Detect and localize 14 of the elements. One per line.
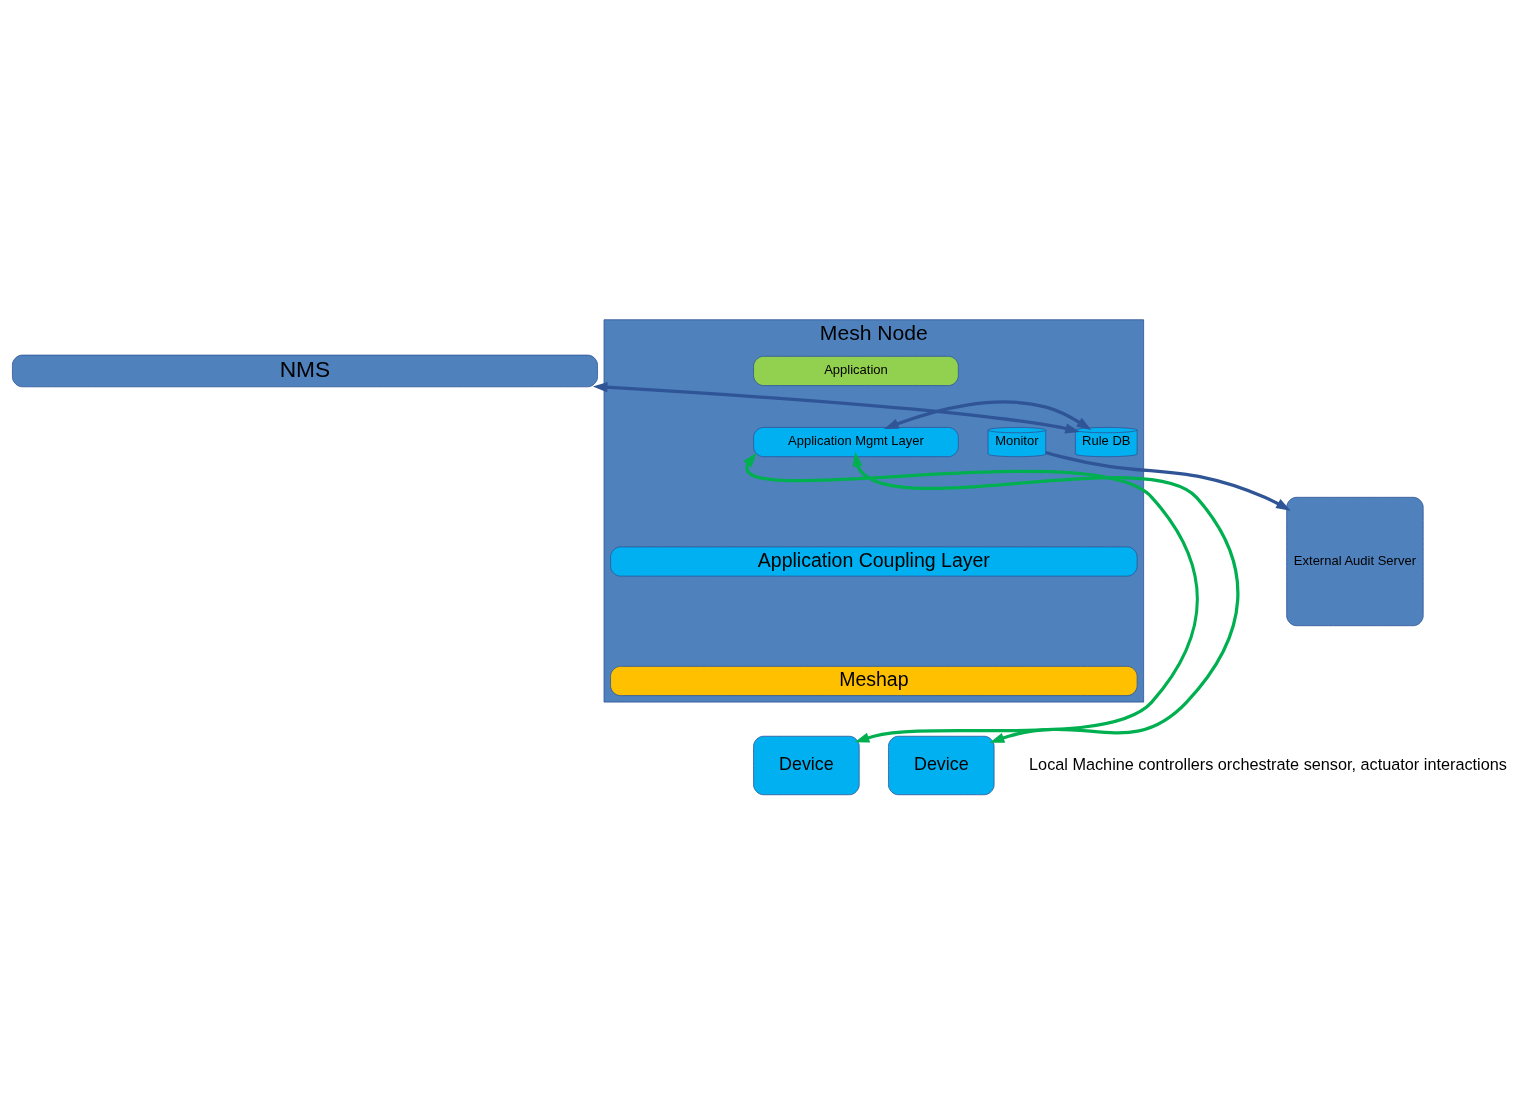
arrow — [852, 451, 1240, 743]
node-box: Device — [888, 735, 995, 795]
node-box: NMS — [12, 354, 598, 387]
arrow — [743, 452, 1199, 743]
node-box: Application — [753, 355, 959, 386]
node-box: Meshap — [610, 665, 1138, 696]
arrow — [884, 399, 1092, 430]
node-box: External Audit Server — [1286, 496, 1424, 626]
node-box: Application Mgmt Layer — [753, 426, 959, 457]
arrow — [592, 381, 1080, 433]
node-box: Application Coupling Layer — [610, 546, 1138, 577]
node-box: Device — [753, 735, 860, 795]
arrow — [1045, 450, 1291, 511]
label: Local Machine controllers orchestrate sensor, actuator interactions — [1029, 754, 1507, 773]
